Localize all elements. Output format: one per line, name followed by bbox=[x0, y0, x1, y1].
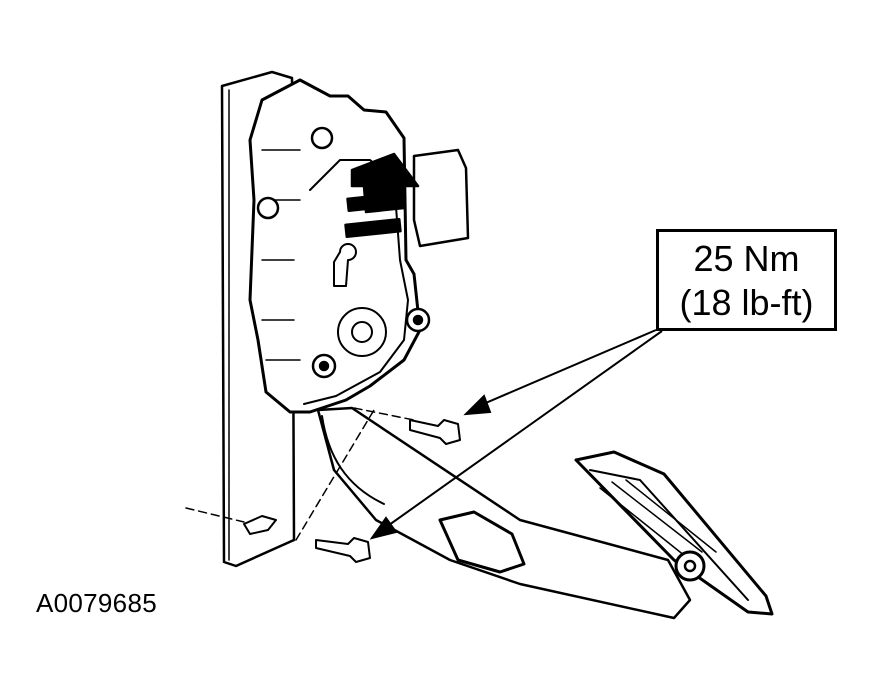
housing-label-bar bbox=[346, 191, 404, 213]
housing-front-face bbox=[303, 159, 409, 405]
housing-label-bar bbox=[344, 217, 402, 239]
keyhole-slot bbox=[333, 243, 357, 287]
pedal-pivot-pin bbox=[683, 559, 697, 573]
housing-flange bbox=[412, 148, 470, 248]
leader-arrowhead-upper bbox=[463, 394, 492, 416]
torque-callout: 25 Nm (18 lb-ft) bbox=[656, 229, 837, 331]
figure-id-label: A0079685 bbox=[36, 588, 157, 618]
torque-nm-label: 25 Nm bbox=[693, 238, 800, 279]
lower-bolt bbox=[315, 537, 371, 563]
gear-hub bbox=[351, 321, 373, 343]
stud-nut bbox=[310, 126, 334, 150]
leader-arrowhead-lower bbox=[369, 516, 398, 540]
stud-nut bbox=[256, 196, 280, 220]
pedal-arm bbox=[316, 406, 692, 620]
housing-side-detail bbox=[261, 149, 301, 361]
arm-cable bbox=[321, 415, 385, 505]
bracket-clip bbox=[243, 515, 277, 535]
leader-line-lower bbox=[381, 330, 663, 531]
pedal-arm-slot bbox=[438, 510, 526, 574]
pedal-pad-ribs bbox=[599, 479, 717, 561]
upper-bolt bbox=[409, 419, 461, 445]
torque-lbft-label: (18 lb-ft) bbox=[679, 282, 814, 323]
leader-line-upper bbox=[473, 329, 657, 409]
pedal-pad-face bbox=[589, 469, 749, 601]
alignment-line bbox=[185, 407, 415, 541]
